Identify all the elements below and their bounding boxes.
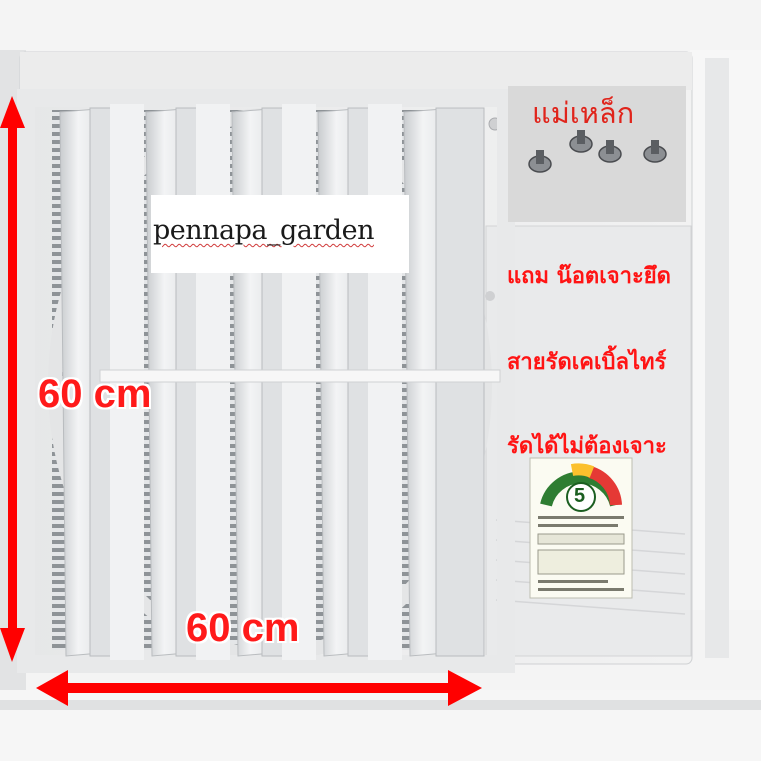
watermark-text: pennapa_garden xyxy=(153,215,374,246)
magnet-label: แม่เหล็ก xyxy=(532,96,635,130)
promo-line-2: สายรัดเคเบิ้ลไทร์ xyxy=(507,350,667,375)
height-dimension-label: 60 cm xyxy=(38,372,152,416)
promo-line-3: รัดได้ไม่ต้องเจาะ xyxy=(507,434,667,459)
watermark-box: pennapa_garden xyxy=(151,195,409,273)
pipe xyxy=(705,58,729,658)
energy-grade: 5 xyxy=(574,485,586,507)
energy-efficiency-label xyxy=(529,457,633,599)
promo-line-1: แถม น๊อตเจาะยึด xyxy=(507,264,671,289)
width-arrow xyxy=(36,670,482,706)
magnet-screws-image xyxy=(528,130,667,173)
width-dimension-label: 60 cm xyxy=(186,606,300,650)
height-arrow xyxy=(0,96,25,662)
